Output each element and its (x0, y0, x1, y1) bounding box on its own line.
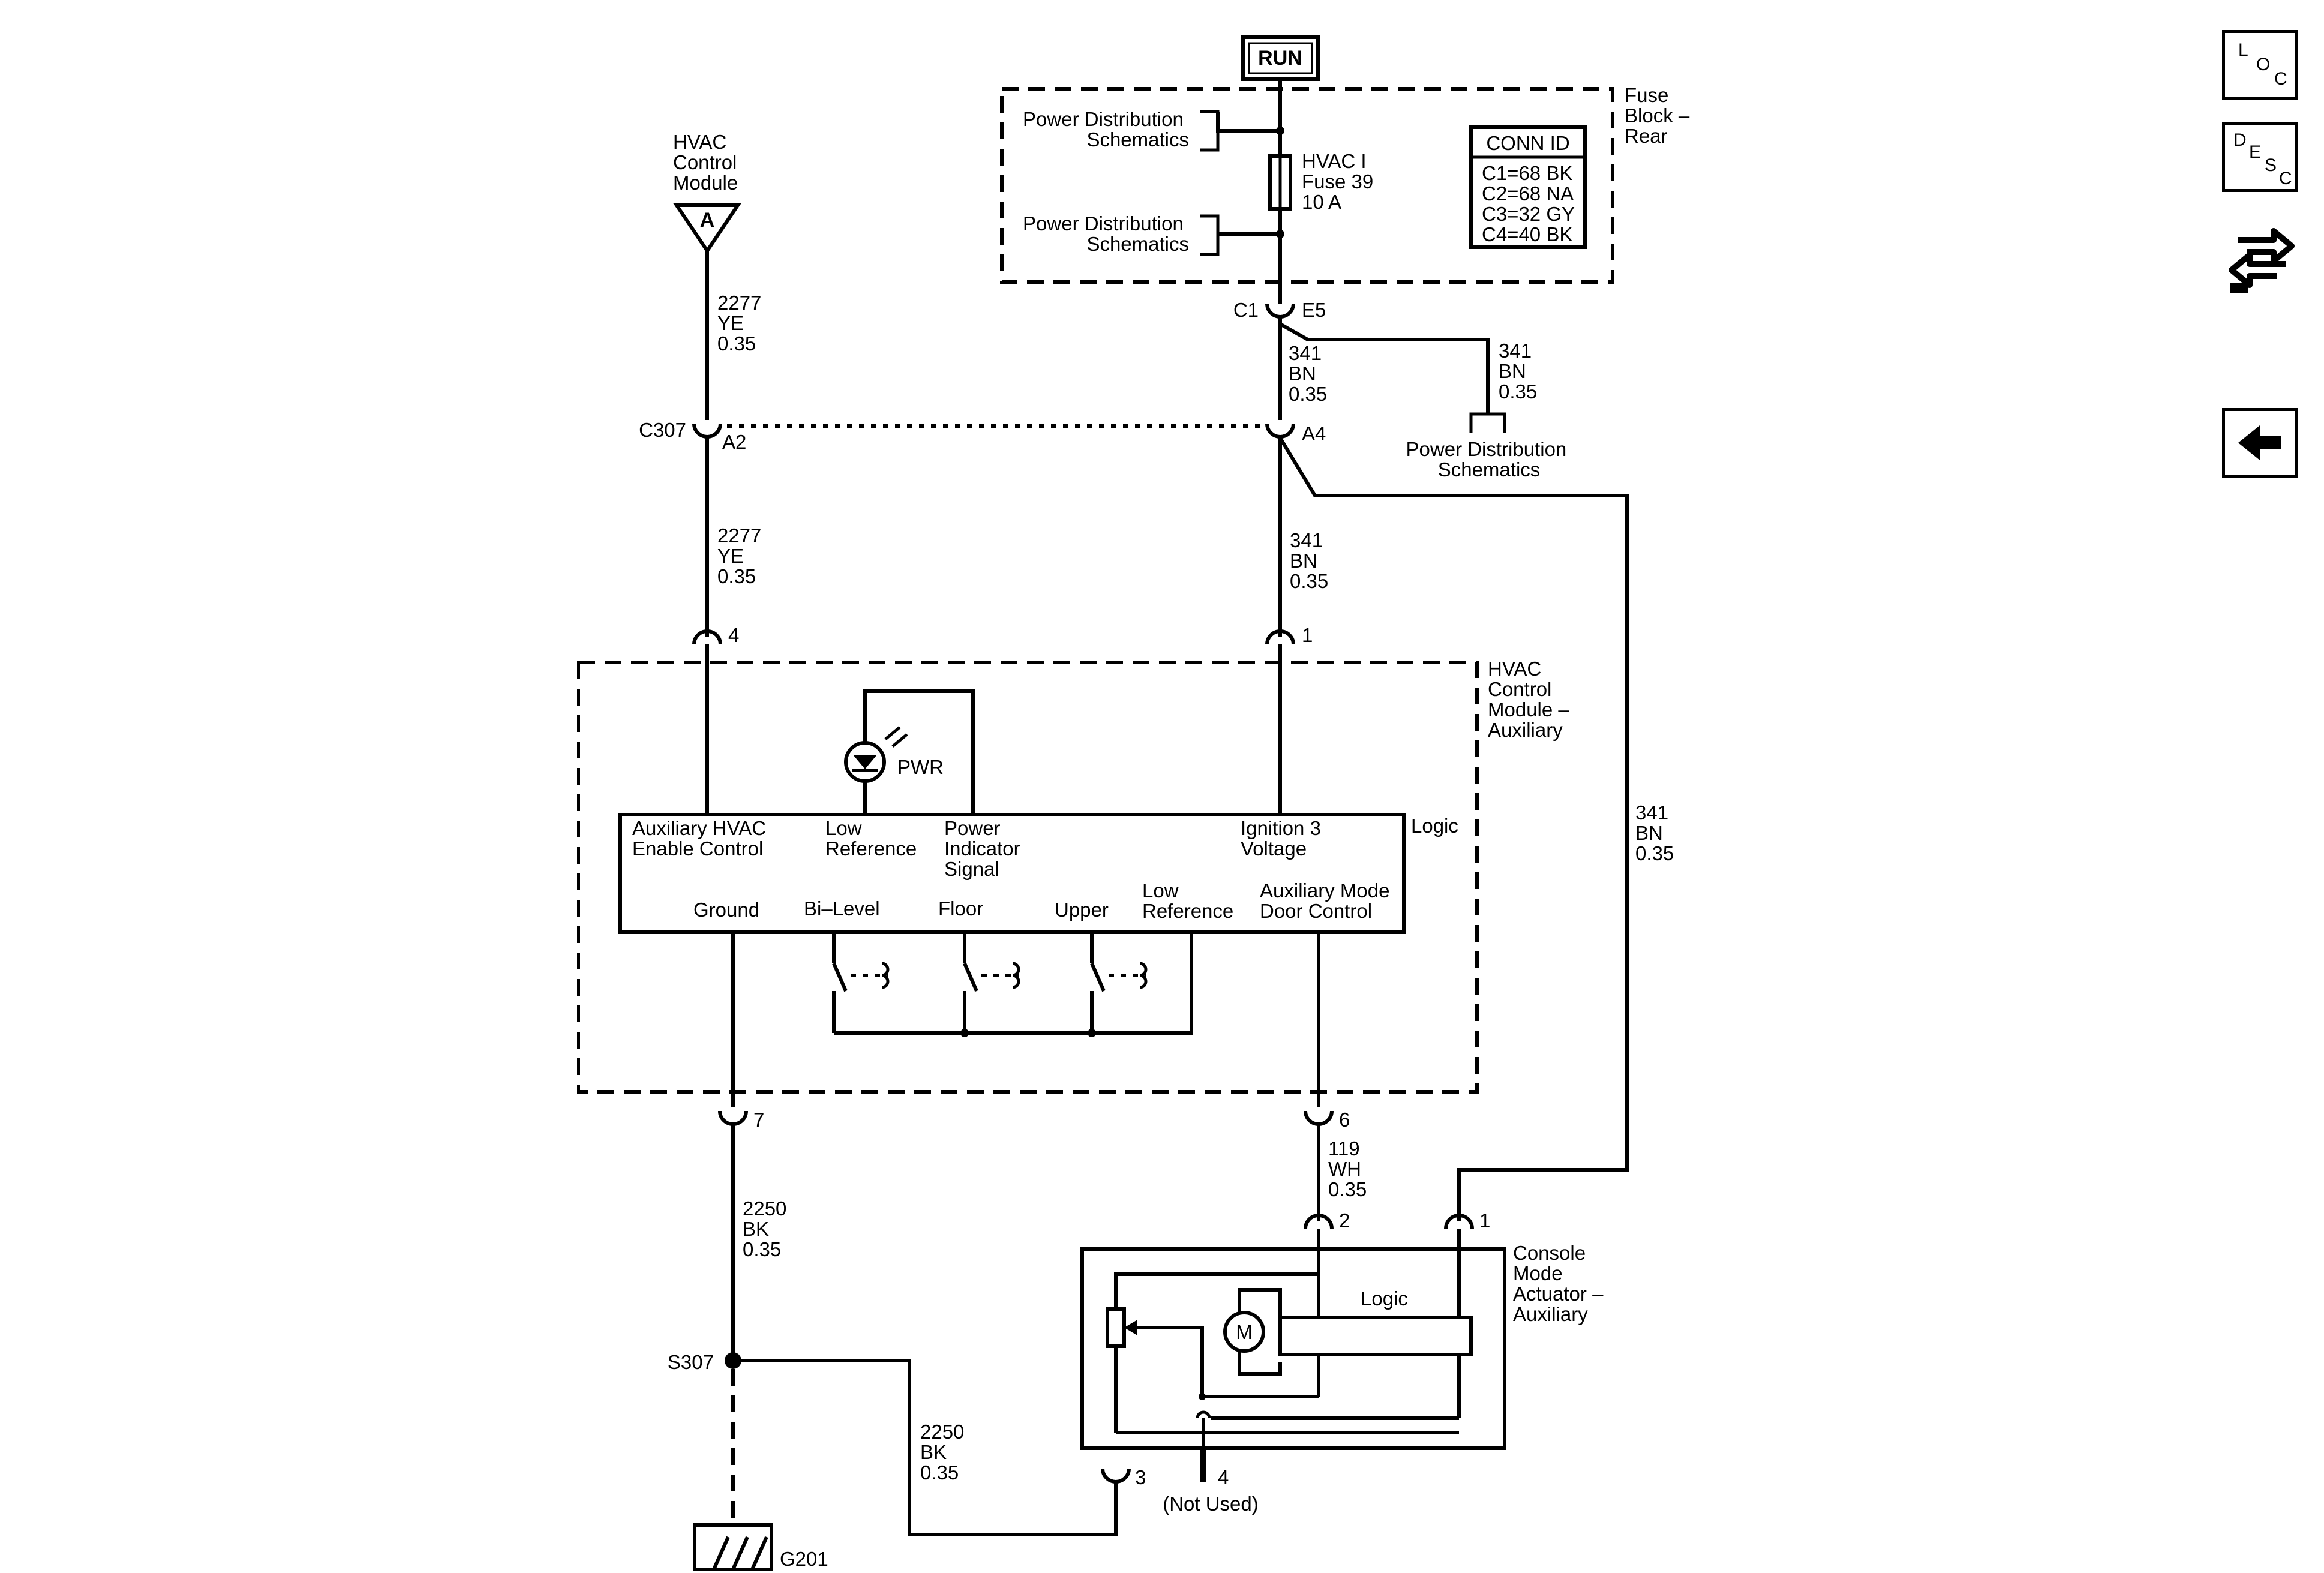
svg-text:C1=68 BK: C1=68 BK (1482, 162, 1572, 184)
svg-text:A2: A2 (722, 431, 746, 453)
wire-341-right-label: 341 BN 0.35 (1635, 801, 1674, 864)
pds-branch-label: Power Distribution Schematics (1406, 438, 1572, 481)
low-ref-bottom-label: Low Reference (1142, 879, 1233, 922)
console-mode-actuator: Console Mode Actuator – Auxiliary M Logi… (1080, 1229, 1609, 1482)
wire-2277-top-label: 2277 YE 0.35 (717, 292, 767, 355)
hvac-aux-module: HVAC Control Module – Auxiliary PWR Logi… (577, 644, 1575, 1107)
wire-2277-mid-label: 2277 YE 0.35 (717, 524, 767, 587)
pwr-label: PWR (897, 756, 944, 778)
conn-id-table: CONN ID C1=68 BK C2=68 NA C3=32 GY C4=40… (1469, 125, 1587, 249)
wire-341-top-label: 341 BN 0.35 (1289, 342, 1327, 405)
upper-label: Upper (1055, 899, 1109, 921)
wire-119-label: 119 WH 0.35 (1328, 1137, 1367, 1200)
wire-2250-bottom-label: 2250 BK 0.35 (920, 1421, 970, 1484)
svg-text:A4: A4 (1302, 422, 1326, 445)
aux-enable-label: Auxiliary HVAC Enable Control (632, 817, 771, 860)
svg-text:Console Mode Actua: Console Mode Actuator – Auxiliary (1513, 1242, 1609, 1325)
ground-symbol (693, 1523, 773, 1571)
run-power-box: RUN (1241, 35, 1320, 81)
floor-label: Floor (938, 897, 983, 920)
back-button[interactable] (2222, 408, 2298, 478)
potentiometer-symbol (1106, 1307, 1126, 1348)
fuse-label: HVAC I Fuse 39 10 A (1302, 150, 1379, 213)
bilevel-label: Bi–Level (804, 897, 880, 920)
svg-text:A: A (700, 209, 715, 232)
hvac-control-module-ref: HVAC Control Module A (673, 131, 743, 254)
power-indicator-label: Power Indicator Signal (944, 817, 1026, 880)
motor-icon (1223, 1311, 1265, 1353)
logic-label: Logic (1411, 815, 1458, 837)
svg-text:E5: E5 (1302, 299, 1326, 321)
not-used-label: (Not Used) (1163, 1493, 1259, 1515)
pds-top-label: Power Distribution Schematics (1023, 108, 1189, 151)
wire-341-branch-label: 341 BN 0.35 (1499, 340, 1537, 403)
actuator-logic-label: Logic (1361, 1287, 1408, 1310)
act-pin-4: 4 (1218, 1466, 1229, 1488)
svg-text:HVAC Control Modul: HVAC Control Module – Auxiliary (1488, 658, 1575, 741)
fuse-block-title: Fuse Block – Rear (1625, 84, 1695, 147)
wire-341-mid-label: 341 BN 0.35 (1290, 529, 1328, 592)
act-pin-1: 1 (1479, 1209, 1490, 1232)
ignition3-label: Ignition 3 Voltage (1241, 817, 1326, 860)
pds-bottom-label: Power Distribution Schematics (1023, 212, 1189, 255)
mode-switches (832, 932, 1193, 1037)
pin-1: 1 (1302, 624, 1313, 646)
svg-text:C1: C1 (1233, 299, 1259, 321)
ground-label-g201: G201 (780, 1548, 828, 1570)
low-ref-top-label: Low Reference (825, 817, 917, 860)
connector-view-icon[interactable] (2220, 216, 2304, 300)
svg-text:C3=32 GY: C3=32 GY (1482, 203, 1575, 225)
aux-mode-label: Auxiliary Mode Door Control (1260, 879, 1395, 922)
ground-label: Ground (693, 899, 759, 921)
loc-button[interactable]: L O C (2222, 30, 2298, 100)
act-pin-3: 3 (1135, 1466, 1146, 1488)
back-arrow-icon (2238, 425, 2281, 460)
desc-button[interactable]: D E S C (2222, 122, 2298, 192)
connector-c307: C307 A2 A4 (639, 419, 1326, 453)
wire-2250-left-label: 2250 BK 0.35 (743, 1197, 792, 1260)
pin-7: 7 (753, 1109, 764, 1131)
act-pin-2: 2 (1339, 1209, 1350, 1232)
svg-text:C2=68 NA: C2=68 NA (1482, 182, 1574, 205)
svg-text:HVAC Control Modul: HVAC Control Module (673, 131, 743, 194)
svg-text:M: M (1236, 1321, 1253, 1343)
pwr-led-icon (844, 726, 908, 783)
svg-text:CONN ID: CONN ID (1486, 132, 1569, 154)
fuse-block-rear: Fuse Block – Rear Power Distribution Sch… (1000, 79, 1695, 304)
pin-4: 4 (728, 624, 739, 646)
splice-label: S307 (668, 1351, 714, 1373)
svg-text:C307: C307 (639, 419, 686, 441)
svg-text:C4=40 BK: C4=40 BK (1482, 223, 1572, 245)
pin-6: 6 (1339, 1109, 1350, 1131)
run-label: RUN (1258, 47, 1302, 70)
